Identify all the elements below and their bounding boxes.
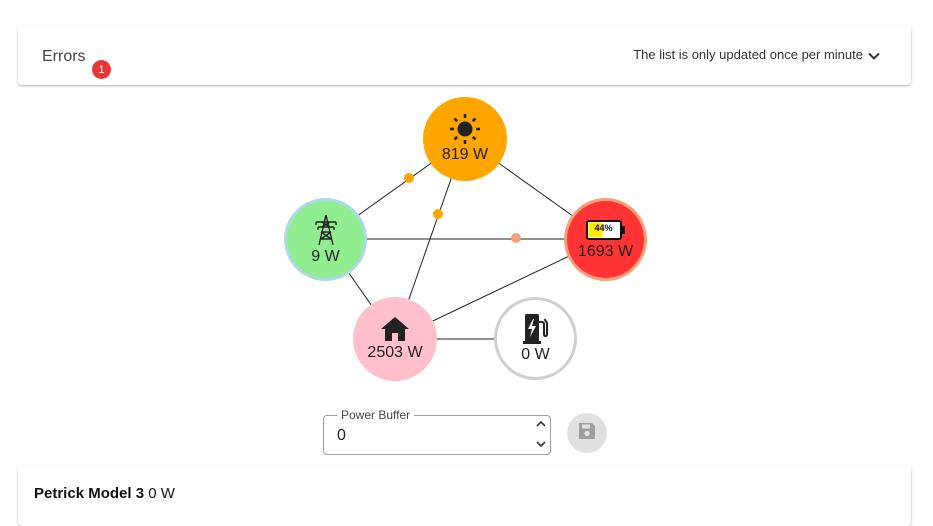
chevron-down-icon[interactable] [534,437,548,451]
grid-node: 9 W [284,198,367,281]
power-buffer-field[interactable]: Power Buffer 0 [323,408,551,455]
solar-power-value: 819 W [441,146,489,163]
save-icon [577,421,597,446]
charger-power-value: 0 W [521,345,550,363]
vehicle-card[interactable]: Petrick Model 3 0 W [18,466,911,526]
errors-update-info: The list is only updated once per minute [633,47,863,62]
chevron-down-icon[interactable] [866,48,882,64]
battery-node: 44% 1693 W [564,198,647,281]
save-button[interactable] [567,413,607,453]
power-buffer-label: Power Buffer [337,408,415,422]
errors-label: Errors [42,48,86,65]
battery-soc-label: 44% [594,222,613,233]
flow-dot-solar-grid [404,173,414,183]
solar-node: 819 W [423,97,507,181]
sun-icon [448,114,482,144]
vehicle-name: Petrick Model 3 [34,485,145,502]
battery-icon: 44% [585,219,626,241]
battery-power-value: 1693 W [577,242,634,260]
transmission-tower-icon [313,214,339,246]
vehicle-card-title: Petrick Model 3 0 W [34,485,175,502]
home-icon [380,316,410,342]
vehicle-power-value: 0 W [148,485,175,502]
grid-power-value: 9 W [311,247,340,265]
house-node: 2503 W [353,297,437,381]
charger-node: 0 W [494,297,577,380]
errors-count-badge: 1 [92,60,111,79]
chevron-up-icon[interactable] [534,417,548,431]
flow-dot-battery-grid [511,233,521,243]
flow-dot-solar-house [433,209,443,219]
power-buffer-input[interactable]: 0 [337,427,346,444]
ev-charger-icon [522,313,549,344]
house-power-value: 2503 W [367,344,423,361]
errors-card[interactable]: Errors 1 The list is only updated once p… [18,26,911,85]
